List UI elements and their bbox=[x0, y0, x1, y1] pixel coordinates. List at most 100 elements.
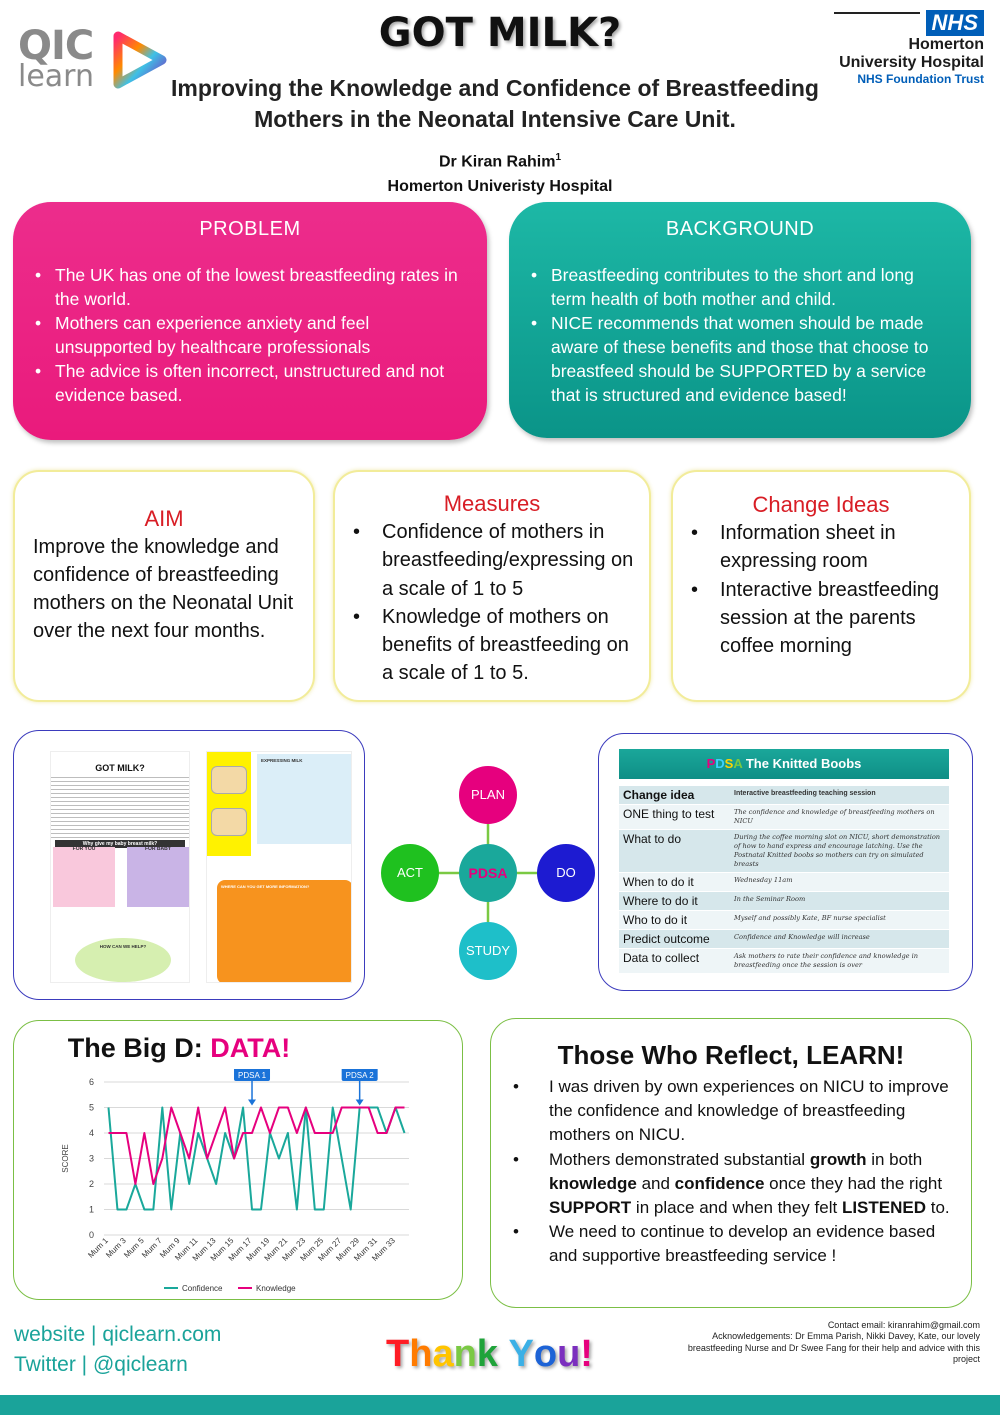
annotation-label: PDSA 2 bbox=[346, 1071, 375, 1080]
contact-block: Contact email: kiranrahim@gmail.com Ackn… bbox=[680, 1320, 980, 1366]
leaflet-page-2: EXPRESSING MILK WHERE CAN YOU GET MORE I… bbox=[206, 751, 352, 983]
measures-list: Confidence of mothers in breastfeeding/e… bbox=[335, 518, 649, 688]
pdsa-center-label: PDSA bbox=[469, 865, 508, 881]
annotation-label: PDSA 1 bbox=[238, 1071, 267, 1080]
problem-item: Mothers can experience anxiety and feel … bbox=[33, 311, 463, 359]
annotation-arrowhead bbox=[355, 1099, 364, 1106]
footer-bar bbox=[0, 1395, 1000, 1415]
row-key: Who to do it bbox=[619, 910, 731, 930]
change-ideas-list: Information sheet in expressing room Int… bbox=[673, 519, 969, 660]
play-logo-icon bbox=[113, 31, 167, 89]
nhs-line-3: NHS Foundation Trust bbox=[857, 72, 984, 86]
measures-item: Knowledge of mothers on benefits of brea… bbox=[349, 603, 641, 688]
footer-links: website | qiclearn.com Twitter | @qiclea… bbox=[14, 1320, 221, 1380]
website-link[interactable]: website | qiclearn.com bbox=[14, 1323, 222, 1346]
leaflet-for-baby: FOR BABY bbox=[127, 847, 189, 907]
subtitle-line-1: Improving the Knowledge and Confidence o… bbox=[171, 75, 819, 101]
row-value: Myself and possibly Kate, BF nurse speci… bbox=[731, 910, 949, 930]
y-tick-label: 0 bbox=[89, 1230, 94, 1240]
leaflet-for-baby-label: FOR BABY bbox=[144, 846, 172, 852]
leaflet-text-block bbox=[51, 774, 189, 814]
leaflet-box: GOT MILK? Why give my baby breast milk? … bbox=[13, 730, 365, 1000]
institution: Homerton Univeristy Hospital bbox=[387, 178, 613, 196]
thank-you-letter: ! bbox=[580, 1333, 593, 1375]
twitter-link[interactable]: Twitter | @qiclearn bbox=[14, 1353, 188, 1376]
row-key: When to do it bbox=[619, 872, 731, 892]
nhs-line-1: Homerton bbox=[908, 36, 984, 53]
chart-title-pink: DATA! bbox=[210, 1033, 291, 1063]
leaflet-illustration bbox=[211, 808, 247, 836]
thank-you-letter: u bbox=[557, 1333, 581, 1375]
leaflet-yellow-panel bbox=[207, 752, 251, 856]
leaflet-more-info: WHERE CAN YOU GET MORE INFORMATION? bbox=[217, 880, 351, 982]
problem-item: The UK has one of the lowest breastfeedi… bbox=[33, 263, 463, 311]
background-item: NICE recommends that women should be mad… bbox=[529, 311, 947, 407]
row-key: Data to collect bbox=[619, 948, 731, 974]
subtitle-line-2: Mothers in the Neonatal Intensive Care U… bbox=[254, 106, 736, 132]
reflect-item: Mothers demonstrated substantial growth … bbox=[509, 1148, 959, 1221]
qic-logo-text: QIC bbox=[18, 23, 94, 69]
leaflet-expressing: EXPRESSING MILK bbox=[257, 754, 351, 844]
series-line-confidence bbox=[107, 1106, 406, 1211]
leaflet-for-you: FOR YOU bbox=[53, 847, 115, 907]
measures-heading: Measures bbox=[443, 491, 541, 516]
problem-list: The UK has one of the lowest breastfeedi… bbox=[13, 263, 487, 407]
title-letter-p: P bbox=[706, 756, 716, 771]
problem-heading: PROBLEM bbox=[199, 218, 301, 240]
legend-label: Confidence bbox=[182, 1284, 223, 1293]
plan-node bbox=[459, 766, 517, 824]
background-panel: BACKGROUND Breastfeeding contributes to … bbox=[509, 202, 971, 438]
row-value: Interactive breastfeeding teaching sessi… bbox=[731, 786, 949, 805]
measures-box: Measures Confidence of mothers in breast… bbox=[333, 470, 651, 702]
thank-you-letter: o bbox=[533, 1333, 558, 1375]
problem-panel: PROBLEM The UK has one of the lowest bre… bbox=[13, 202, 487, 440]
pdsa-center-node bbox=[459, 844, 517, 902]
study-node bbox=[459, 922, 517, 980]
nhs-line-2: University Hospital bbox=[839, 54, 984, 71]
title-letter-d: D bbox=[715, 756, 725, 771]
thank-you-letter: a bbox=[432, 1333, 454, 1375]
y-tick-label: 6 bbox=[89, 1077, 94, 1087]
pdsa-table-title: PDSA The Knitted Boobs bbox=[619, 749, 949, 779]
poster-title: GOT MILK? bbox=[378, 10, 622, 56]
reflect-text: in place and when they felt bbox=[631, 1198, 842, 1218]
thank-you-letter bbox=[498, 1333, 509, 1376]
leaflet-more-info-label: WHERE CAN YOU GET MORE INFORMATION? bbox=[221, 884, 310, 889]
row-value: Ask mothers to rate their confidence and… bbox=[731, 948, 949, 974]
author-block: Dr Kiran Rahim1 Homerton Univeristy Hosp… bbox=[300, 145, 700, 199]
reflect-text: Mothers demonstrated substantial bbox=[549, 1149, 810, 1169]
plan-label: PLAN bbox=[471, 787, 505, 802]
row-value: During the coffee morning slot on NICU, … bbox=[731, 829, 949, 873]
y-tick-label: 5 bbox=[89, 1103, 94, 1113]
chart-title-black: The Big D: bbox=[67, 1033, 203, 1063]
author-name-line: Dr Kiran Rahim1 bbox=[300, 145, 700, 174]
measures-item: Confidence of mothers in breastfeeding/e… bbox=[349, 518, 641, 603]
author-name: Dr Kiran Rahim bbox=[438, 153, 556, 171]
study-label: STUDY bbox=[466, 943, 510, 958]
aim-heading: AIM bbox=[144, 506, 184, 531]
row-value: Confidence and Knowledge will increase bbox=[731, 929, 949, 949]
nhs-rule bbox=[834, 12, 920, 14]
reflect-bold: growth bbox=[809, 1149, 867, 1169]
title-letter-s: S bbox=[724, 756, 734, 771]
aim-text: Improve the knowledge and confidence of … bbox=[33, 536, 294, 642]
title-letter-a: A bbox=[733, 756, 743, 771]
row-key: What to do bbox=[619, 829, 731, 873]
row-key: Change idea bbox=[619, 786, 731, 805]
leaflet-title: GOT MILK? bbox=[95, 763, 145, 773]
leaflet-for-you-label: FOR YOU bbox=[72, 846, 96, 852]
nhs-badge: NHS bbox=[925, 10, 984, 36]
reflect-text: and bbox=[636, 1173, 675, 1193]
learn-logo-text: learn bbox=[18, 59, 94, 94]
acknowledgements: Acknowledgements: Dr Emma Parish, Nikki … bbox=[687, 1331, 980, 1365]
row-value: Wednesday 11am bbox=[731, 872, 949, 892]
poster-subtitle: Improving the Knowledge and Confidence o… bbox=[150, 73, 840, 135]
row-key: ONE thing to test bbox=[619, 804, 731, 830]
leaflet-bar: Why give my baby breast milk? bbox=[55, 840, 185, 848]
